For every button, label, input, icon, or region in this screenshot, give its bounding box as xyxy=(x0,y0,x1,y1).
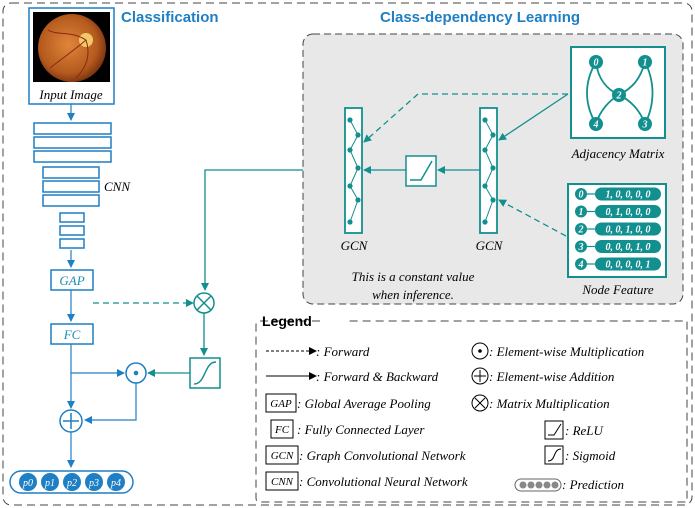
node-feature-index-label-3: 3 xyxy=(578,242,584,253)
constant-note-line1: This is a constant value xyxy=(352,269,475,284)
legend-cnn-desc: : Convolutional Neural Network xyxy=(299,474,468,489)
prediction-1 xyxy=(41,473,59,491)
node-feature-vector-label-1: 0, 1, 0, 0, 0 xyxy=(606,207,651,218)
prediction-bar: p0 p1 p2 p3 p4 xyxy=(9,470,134,494)
input-image: Input Image xyxy=(28,7,115,105)
legend-forward-backward: : Forward & Backward xyxy=(316,369,439,384)
legend-prediction-icon xyxy=(514,478,562,492)
legend-gap-box: GAP xyxy=(270,398,292,410)
cnn-stack xyxy=(33,122,112,249)
gap-box xyxy=(50,269,94,291)
gcn-block-right xyxy=(479,107,498,234)
adjacency-matrix-label: Adjacency Matrix xyxy=(571,146,665,161)
graph-node-label-3: 3 xyxy=(642,120,648,131)
prediction-4 xyxy=(107,473,125,491)
class-dependency-title: Class-dependency Learning xyxy=(380,9,580,26)
gcn-left-label: GCN xyxy=(341,238,369,253)
node-feature-index-3 xyxy=(575,240,587,253)
prediction-label-4: p4 xyxy=(110,478,121,489)
prediction-label-0: p0 xyxy=(22,478,33,489)
node-feature-vector-2 xyxy=(595,222,661,236)
node-feature-index-label-0: 0 xyxy=(579,190,584,201)
node-feature: 0 1, 0, 0, 0, 0 1 0, 1, 0, 0, 0 2 0, 0, 1, 0,… xyxy=(567,183,667,278)
matrix-multiplication-op xyxy=(193,292,215,314)
gap-label: GAP xyxy=(59,273,84,288)
graph-node-label-4: 4 xyxy=(593,120,599,131)
graph-node-label-0: 0 xyxy=(594,58,599,69)
legend-fc-box: FC xyxy=(274,424,290,436)
element-wise-addition-op xyxy=(59,409,83,433)
sigmoid-box xyxy=(189,357,221,389)
node-feature-index-label-4: 4 xyxy=(578,260,584,271)
node-feature-index-1 xyxy=(575,205,587,218)
legend-sigmoid: : Sigmoid xyxy=(565,448,616,463)
prediction-0 xyxy=(19,473,37,491)
relu-box xyxy=(405,155,437,187)
node-feature-vector-label-0: 1, 0, 0, 0, 0 xyxy=(606,190,651,201)
legend-elem-add: : Element-wise Addition xyxy=(489,369,614,384)
prediction-3 xyxy=(85,473,103,491)
gcn-block-left xyxy=(344,107,363,234)
legend-relu: : ReLU xyxy=(565,423,605,438)
legend-gcn-box: GCN xyxy=(271,450,294,462)
node-feature-vector-4 xyxy=(595,257,661,271)
node-feature-label: Node Feature xyxy=(581,282,654,297)
node-feature-index-label-1: 1 xyxy=(579,207,584,218)
input-image-label: Input Image xyxy=(38,87,102,102)
node-feature-vector-3 xyxy=(595,240,661,253)
node-feature-index-0 xyxy=(575,188,587,200)
prediction-label-2: p2 xyxy=(66,478,77,489)
adjacency-matrix: 0 1 2 3 4 xyxy=(570,46,666,139)
graph-node-4 xyxy=(589,117,603,131)
classification-title: Classification xyxy=(121,9,219,26)
legend-elem-mult: : Element-wise Multiplication xyxy=(489,344,644,359)
prediction-2 xyxy=(63,473,81,491)
legend-relu-icon xyxy=(544,420,564,440)
prediction-label-3: p3 xyxy=(88,478,99,489)
legend-gcn-desc: : Graph Convolutional Network xyxy=(299,448,466,463)
legend-gap-desc: : Global Average Pooling xyxy=(297,396,431,411)
gcn-right-label: GCN xyxy=(476,238,504,253)
prediction-label-1: p1 xyxy=(44,478,55,489)
node-feature-vector-0 xyxy=(595,187,661,201)
element-wise-multiplication-op xyxy=(125,362,147,384)
graph-node-3 xyxy=(638,117,652,131)
graph-node-1 xyxy=(638,55,652,69)
legend-frame xyxy=(255,320,688,503)
legend-title: Legend xyxy=(262,313,312,329)
graph-node-2 xyxy=(612,88,626,102)
fc-label: FC xyxy=(63,327,81,342)
legend-forward: : Forward xyxy=(316,344,370,359)
graph-node-0 xyxy=(589,55,603,69)
legend-prediction: : Prediction xyxy=(562,477,624,492)
fc-box xyxy=(50,323,94,345)
legend-cnn-box: CNN xyxy=(271,476,294,488)
constant-note-line2: when inference. xyxy=(372,287,454,302)
node-feature-vector-label-2: 0, 0, 1, 0, 0 xyxy=(606,225,651,236)
cnn-label: CNN xyxy=(104,179,131,194)
node-feature-index-4 xyxy=(575,258,587,270)
node-feature-vector-1 xyxy=(595,205,661,218)
node-feature-index-label-2: 2 xyxy=(578,225,584,236)
legend-matrix-mult: : Matrix Multiplication xyxy=(489,396,610,411)
graph-node-label-2: 2 xyxy=(616,91,622,102)
graph-node-label-1: 1 xyxy=(643,58,648,69)
node-feature-vector-label-4: 0, 0, 0, 0, 1 xyxy=(606,260,651,271)
legend-fc-desc: : Fully Connected Layer xyxy=(297,422,425,437)
node-feature-vector-label-3: 0, 0, 0, 1, 0 xyxy=(606,242,651,253)
node-feature-index-2 xyxy=(575,223,587,235)
